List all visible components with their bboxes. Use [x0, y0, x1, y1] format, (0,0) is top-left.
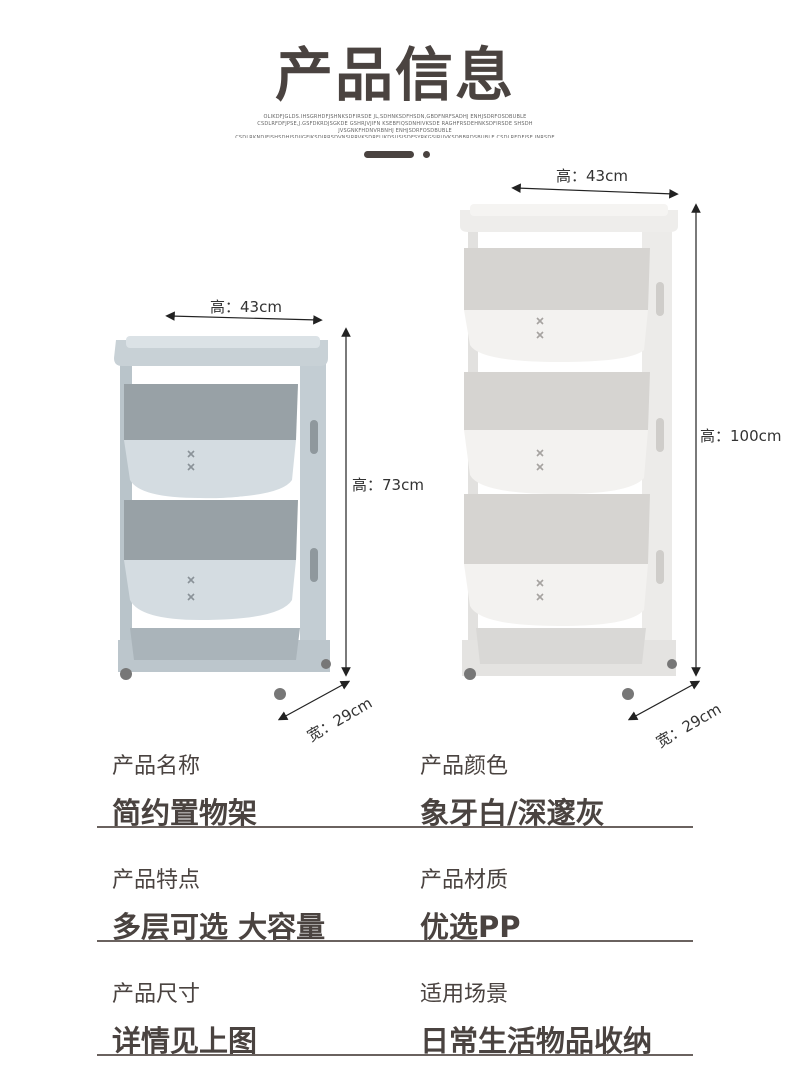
large-height-label: 高：100cm	[700, 427, 782, 445]
info-value: 多层可选 大容量	[112, 910, 326, 944]
large-width-label: 高：43cm	[556, 167, 628, 185]
info-value: 日常生活物品收纳	[420, 1024, 653, 1058]
info-label: 产品材质	[420, 868, 509, 893]
info-size: 产品尺寸 详情见上图	[112, 976, 392, 1060]
header-divider-bar	[364, 151, 414, 158]
header-divider-dot	[423, 151, 430, 158]
info-value: 简约置物架	[112, 796, 258, 830]
small-width-label: 高：43cm	[210, 298, 282, 316]
divider-line	[97, 940, 693, 942]
info-name: 产品名称 简约置物架	[112, 748, 392, 832]
info-scene: 适用场景 日常生活物品收纳	[420, 976, 700, 1060]
small-cart	[114, 311, 351, 721]
info-feature: 产品特点 多层可选 大容量	[112, 862, 392, 946]
info-label: 适用场景	[420, 982, 509, 1007]
small-height-label: 高：73cm	[352, 476, 424, 494]
info-color: 产品颜色 象牙白/深邃灰	[420, 748, 700, 832]
product-illustration	[114, 183, 701, 721]
divider-line	[97, 826, 693, 828]
divider-line	[97, 1054, 693, 1056]
info-label: 产品名称	[112, 754, 201, 779]
info-label: 产品尺寸	[112, 982, 201, 1007]
info-value: 象牙白/深邃灰	[420, 796, 605, 830]
info-label: 产品特点	[112, 868, 201, 893]
large-cart	[460, 183, 701, 721]
decorative-text: OLIKDFJGLDS.IHSGRHDFJSHNKSDFIRSDE JL,SDH…	[235, 114, 555, 138]
info-value: 优选PP	[420, 910, 521, 944]
info-material: 产品材质 优选PP	[420, 862, 700, 946]
info-label: 产品颜色	[420, 754, 509, 779]
page-title: 产品信息	[274, 41, 515, 109]
info-value: 详情见上图	[112, 1024, 258, 1058]
